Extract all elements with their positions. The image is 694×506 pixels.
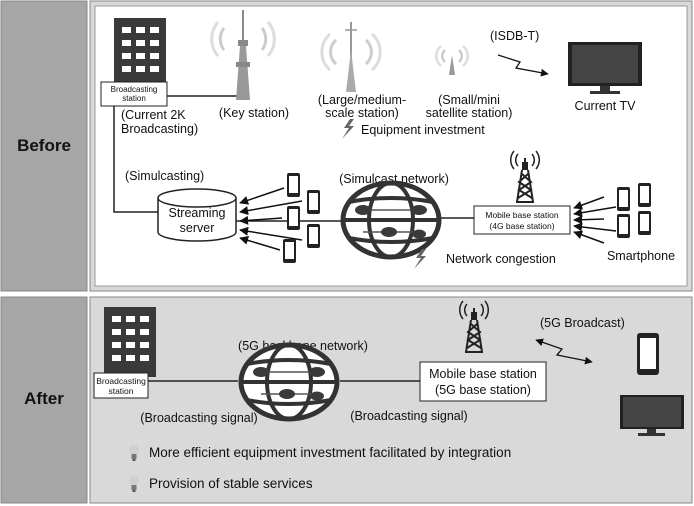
isdb-t-signal (497, 54, 549, 77)
broadcasting-station-box (100, 81, 168, 107)
simulcast-network-label: (Simulcast network) (339, 172, 449, 186)
equipment-investment-label: Equipment investment (361, 123, 485, 137)
after-broadcasting-station-label-1: Broadcasting (96, 376, 146, 386)
tv-icon (568, 42, 642, 94)
current-2k-label-1: (Current 2K (121, 108, 186, 122)
smartphone-icon (638, 211, 651, 235)
broadcasting-station-label-1: Broadcasting (111, 85, 158, 94)
benefit-1-label: More efficient equipment investment faci… (149, 445, 511, 460)
network-congestion-label: Network congestion (446, 252, 556, 266)
broadcast-5g-label: (5G Broadcast) (540, 316, 625, 330)
benefit-2-label: Provision of stable services (149, 476, 313, 491)
broadcast-tower-icon (210, 10, 276, 100)
mobile-base-4g-label-2: (4G base station) (489, 221, 554, 231)
broadcasting-station-label-2: station (122, 94, 146, 103)
smartphone-icon (307, 190, 320, 214)
before-label: Before (17, 136, 71, 155)
antenna-icon-large (320, 22, 382, 92)
building-icon (104, 307, 156, 377)
globe-network-icon (343, 183, 439, 257)
smartphone-label: Smartphone (607, 249, 675, 263)
smartphone-icon (637, 333, 659, 375)
smartphone-icon (287, 206, 300, 230)
antenna-icon-small (435, 45, 469, 75)
after-panel (89, 296, 693, 504)
before-side-panel (0, 0, 88, 292)
large-medium-label-2: scale station) (325, 106, 399, 120)
mobile-base-5g-label-2: (5G base station) (435, 383, 531, 397)
current-2k-label-2: Broadcasting) (121, 122, 198, 136)
large-medium-label-1: (Large/medium- (318, 93, 406, 107)
mobile-base-4g-label-1: Mobile base station (485, 210, 559, 220)
streaming-server-label-1: Streaming (169, 206, 226, 220)
mobile-base-4g-box (473, 205, 571, 235)
after-broadcasting-station-box (93, 372, 149, 399)
smartphone-icon (283, 239, 296, 263)
smartphone-icon (287, 173, 300, 197)
server-icon (157, 188, 237, 242)
simulcasting-label: (Simulcasting) (125, 169, 204, 183)
station-to-server-line (113, 104, 158, 213)
after-broadcasting-station-label-2: station (108, 386, 133, 396)
broadcasting-signal-left-label: (Broadcasting signal) (140, 411, 257, 425)
current-tv-label: Current TV (575, 99, 637, 113)
server-request-arrows (239, 187, 303, 251)
base-request-arrows (573, 196, 617, 244)
broadcast-5g-signal (535, 338, 593, 365)
globe-network-icon (241, 345, 337, 419)
small-mini-label-2: satellite station) (426, 106, 513, 120)
after-label: After (24, 389, 64, 408)
building-icon (114, 18, 166, 88)
after-side-panel (0, 296, 88, 504)
mobile-base-5g-box (419, 361, 547, 402)
small-mini-label-1: (Small/mini (438, 93, 500, 107)
tv-icon (620, 395, 684, 436)
streaming-server-label-2: server (180, 221, 215, 235)
smartphone-icon (307, 224, 320, 248)
smartphone-icon (638, 183, 651, 207)
smartphone-icon (617, 187, 630, 211)
smartphone-icon (617, 214, 630, 238)
broadcasting-signal-right-label: (Broadcasting signal) (350, 409, 467, 423)
isdb-t-label: (ISDB-T) (490, 29, 539, 43)
key-station-label: (Key station) (219, 106, 289, 120)
mobile-base-5g-label-1: Mobile base station (429, 367, 537, 381)
